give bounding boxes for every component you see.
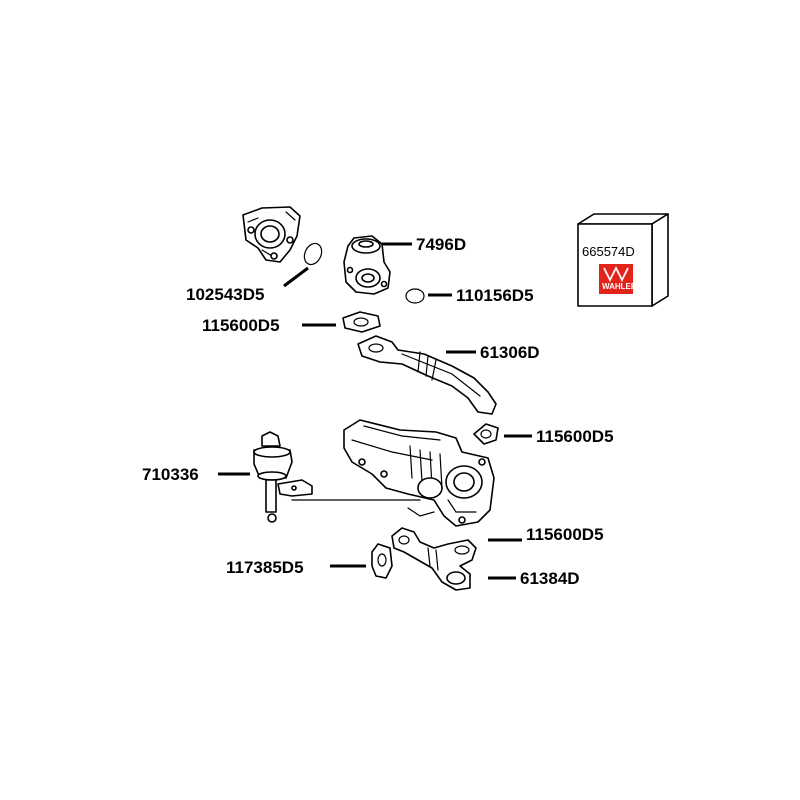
- wahler-logo: WAHLER: [599, 264, 637, 294]
- part-label-115600d5-top: 115600D5: [202, 316, 280, 335]
- wahler-logo-text: WAHLER: [602, 282, 637, 291]
- vacuum-actuator-part: [253, 431, 313, 523]
- egr-pipe-part: [357, 335, 497, 415]
- part-label-110156d5: 110156D5: [456, 286, 534, 305]
- part-label-710336: 710336: [142, 465, 199, 484]
- kit-code-label: 665574D: [582, 244, 635, 259]
- throttle-housing-part: [242, 206, 301, 263]
- part-label-117385d5: 117385D5: [226, 558, 304, 577]
- egr-pipe-part: [391, 527, 477, 591]
- gasket-part: [342, 311, 381, 333]
- egr-valve-part: [343, 235, 391, 295]
- part-label-61306d: 61306D: [480, 343, 540, 362]
- gasket-part: [473, 423, 499, 445]
- kit-box: 665574D WAHLER: [577, 213, 669, 307]
- part-label-102543d5: 102543D5: [186, 285, 264, 304]
- part-label-115600d5-bottom: 115600D5: [526, 525, 604, 544]
- o-ring-part: [303, 242, 323, 266]
- part-label-7496d: 7496D: [416, 235, 466, 254]
- gasket-part: [371, 543, 393, 579]
- egr-cooler-part: [343, 419, 495, 527]
- leader-lines: [218, 242, 532, 580]
- seal-ring-part: [405, 288, 425, 304]
- part-label-61384d: 61384D: [520, 569, 580, 588]
- part-label-115600d5-middle: 115600D5: [536, 427, 614, 446]
